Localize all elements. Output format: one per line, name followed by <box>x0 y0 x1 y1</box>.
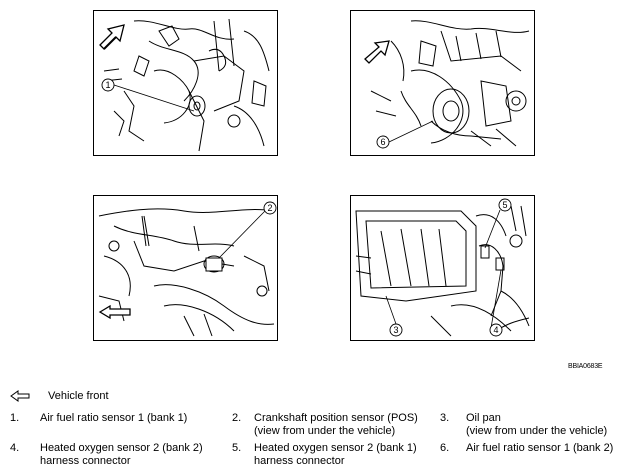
callout-number: 3 <box>393 325 398 335</box>
legend-text-2: harness connector <box>254 455 345 467</box>
callout-number: 4 <box>493 325 498 335</box>
legend-number: 6. <box>440 442 450 454</box>
legend-number: 2. <box>232 412 242 424</box>
legend-number: 4. <box>10 442 20 454</box>
diagram-panel-air-fuel-sensor-bank2: 6 <box>350 10 535 156</box>
legend-text-2: harness connector <box>40 455 131 467</box>
front-arrow-icon <box>10 390 30 402</box>
legend-text-2: (view from under the vehicle) <box>254 425 396 437</box>
legend-number: 3. <box>440 412 450 424</box>
diagram-panel-crankshaft-sensor: 2 <box>93 195 278 341</box>
front-arrow-icon <box>98 304 131 320</box>
legend-text-2: (view from under the vehicle) <box>466 425 608 437</box>
legend-vehicle-front-label: Vehicle front <box>48 390 109 402</box>
legend-text: Heated oxygen sensor 2 (bank 2) <box>40 442 203 454</box>
callout-number: 1 <box>105 80 110 90</box>
front-arrow-icon <box>99 24 125 50</box>
legend-text: Heated oxygen sensor 2 (bank 1) <box>254 442 417 454</box>
legend-text: Air fuel ratio sensor 1 (bank 1) <box>40 412 188 424</box>
legend-number: 1. <box>10 412 20 424</box>
front-arrow-icon <box>364 40 390 64</box>
legend-text: Crankshaft position sensor (POS) <box>254 412 418 424</box>
diagram-panel-air-fuel-sensor-bank1: 1 <box>93 10 278 156</box>
callout-number: 2 <box>267 203 272 213</box>
legend-number: 5. <box>232 442 242 454</box>
legend-text: Air fuel ratio sensor 1 (bank 2) <box>466 442 614 454</box>
callout-number: 6 <box>380 137 385 147</box>
image-code: BBIA0683E <box>568 363 603 370</box>
legend-text: Oil pan <box>466 412 501 424</box>
legend-vehicle-front: Vehicle front <box>10 390 109 402</box>
diagram-panel-oil-pan-underside: 5 3 4 <box>350 195 535 341</box>
callout-number: 5 <box>502 200 507 210</box>
